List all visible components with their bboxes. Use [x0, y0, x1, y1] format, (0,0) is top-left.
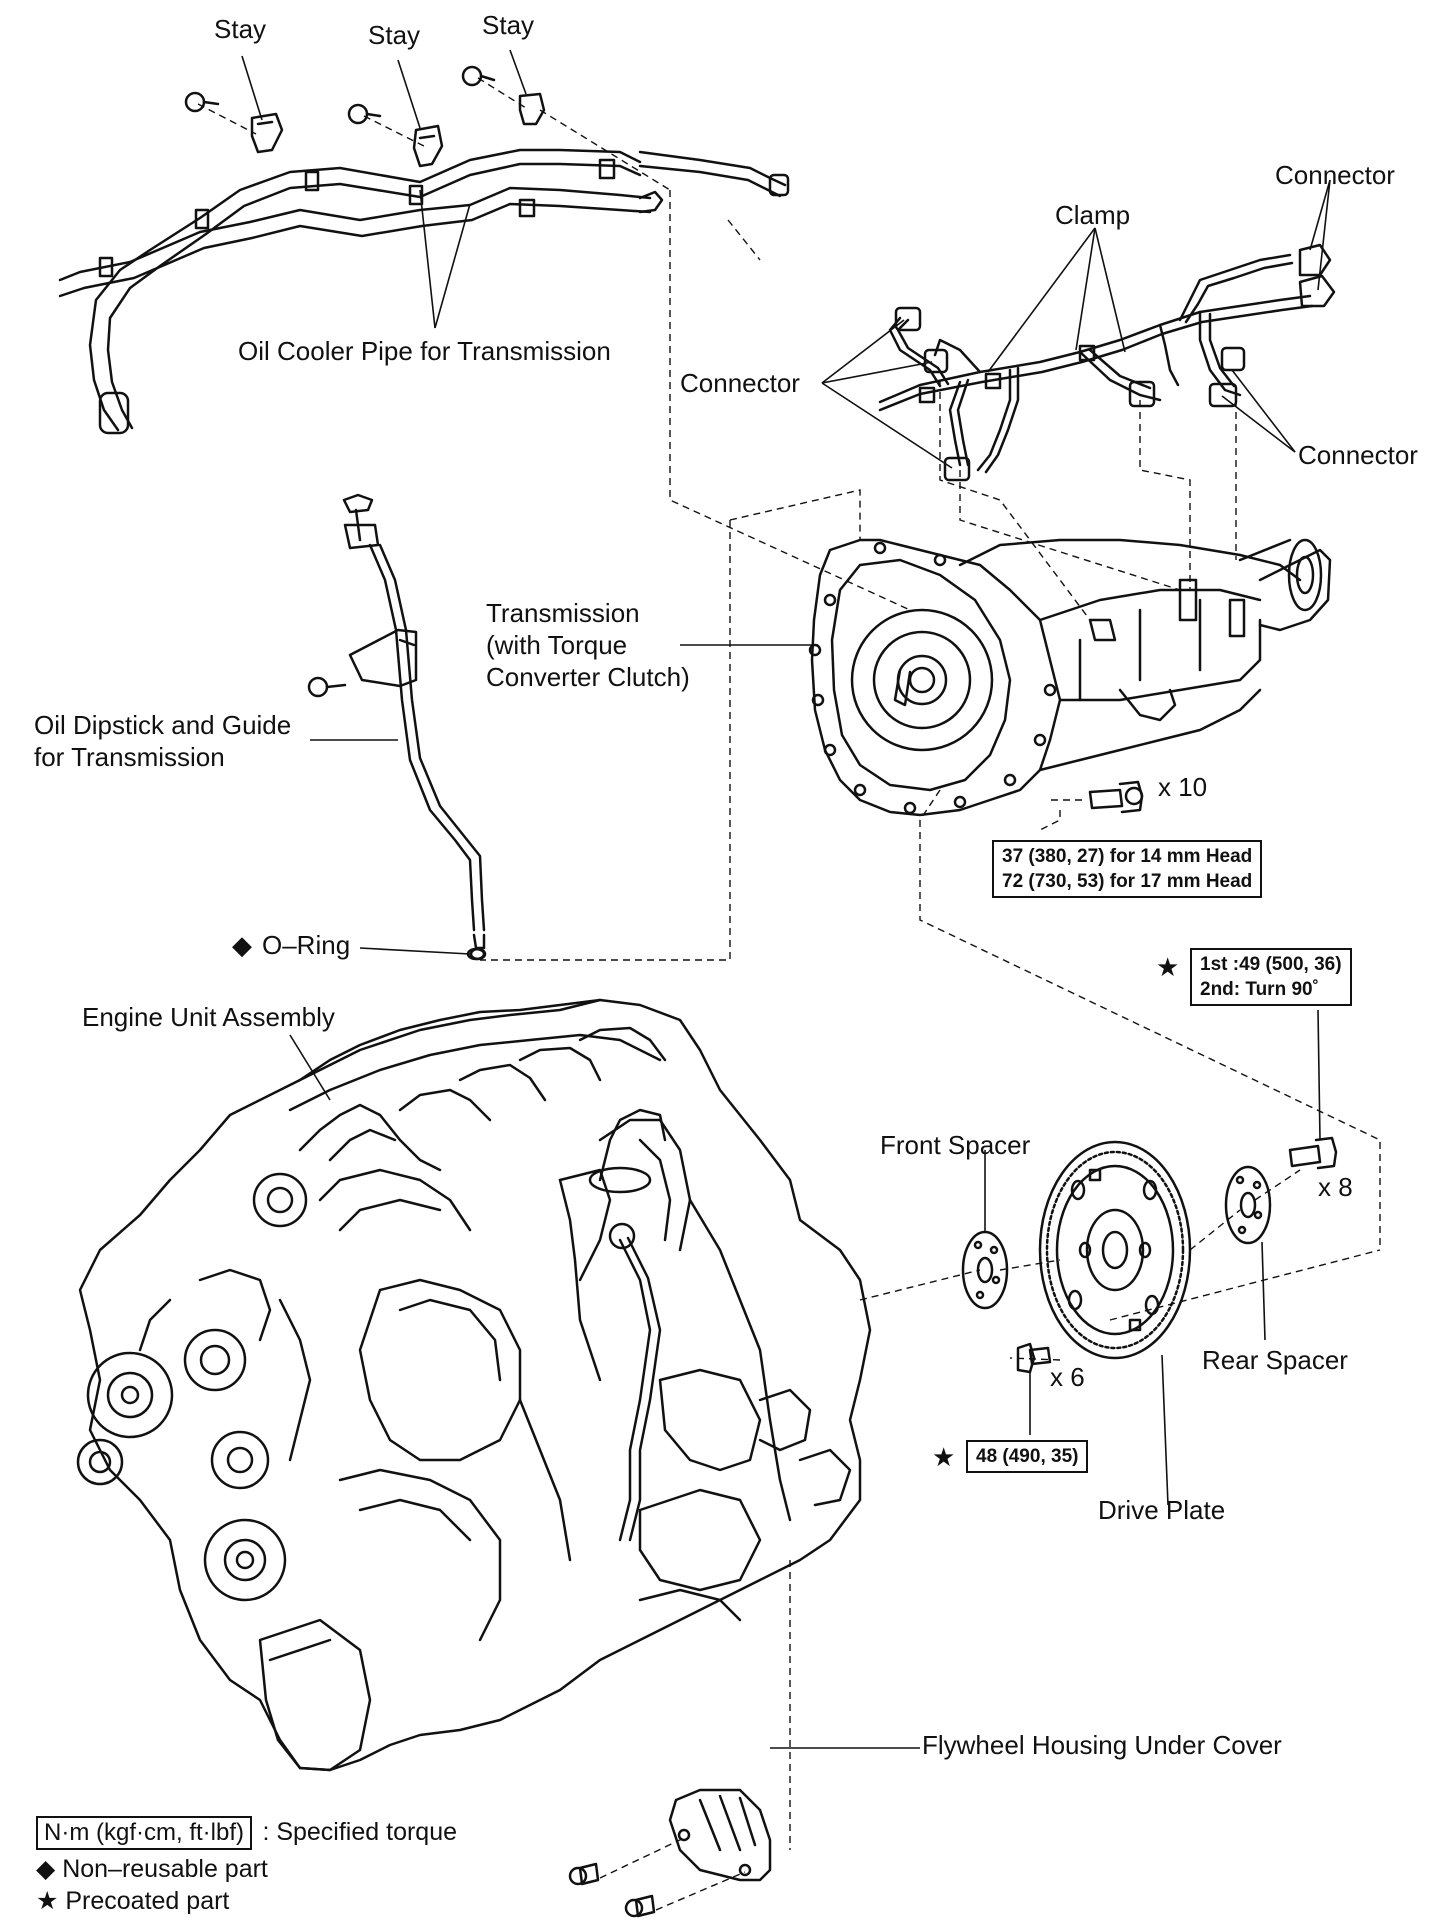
legend-torque-box: N·m (kgf·cm, ft·lbf) — [36, 1816, 252, 1850]
label-front-spacer: Front Spacer — [880, 1130, 1031, 1160]
diamond-symbol-o-ring: ◆ — [232, 930, 252, 960]
legend-star-symbol: ★ — [36, 1887, 59, 1915]
label-connector-right: Connector — [1298, 440, 1418, 470]
label-transmission-2: (with Torque — [486, 630, 628, 660]
torque-trans-line-1: 37 (380, 27) for 14 mm Head — [1002, 846, 1253, 867]
label-engine-unit: Engine Unit Assembly — [82, 1002, 335, 1032]
legend-torque-row: N·m (kgf·cm, ft·lbf) : Specified torque — [36, 1816, 457, 1850]
label-stay-1: Stay — [214, 14, 267, 44]
label-qty-x10: x 10 — [1158, 772, 1208, 802]
legend-precoated-row: ★ Precoated part — [36, 1886, 229, 1916]
label-oil-cooler-pipe: Oil Cooler Pipe for Transmission — [238, 336, 611, 366]
oil-dipstick-drawing — [307, 493, 487, 961]
star-symbol-spacer-bolt: ★ — [932, 1442, 956, 1472]
stay-brackets — [184, 65, 546, 168]
label-flywheel-cover: Flywheel Housing Under Cover — [922, 1730, 1282, 1760]
label-drive-plate: Drive Plate — [1098, 1495, 1226, 1525]
label-dipstick-2: for Transmission — [34, 742, 225, 772]
drive-plate-bolt-drawing — [1288, 1136, 1338, 1170]
label-connector-top: Connector — [1275, 160, 1395, 190]
label-qty-x8: x 8 — [1318, 1172, 1353, 1202]
torque-box-spacer-bolt: 48 (490, 35) — [966, 1440, 1089, 1473]
transmission-drawing — [808, 538, 1332, 817]
legend-precoated-text: Precoated part — [65, 1887, 230, 1915]
engine-unit-drawing — [76, 998, 872, 1772]
label-connector-left: Connector — [680, 368, 800, 398]
torque-dp-line-2: 2nd: Turn 90˚ — [1200, 979, 1319, 1000]
leader-lines — [241, 49, 1331, 1749]
label-o-ring: O–Ring — [262, 930, 351, 960]
label-transmission-3: Converter Clutch) — [486, 662, 690, 692]
label-qty-x6: x 6 — [1050, 1362, 1085, 1392]
label-stay-3: Stay — [482, 10, 535, 40]
drive-plate-drawing — [1038, 1140, 1192, 1360]
assembly-lines — [197, 77, 1381, 1911]
oil-cooler-pipe-drawing — [58, 148, 790, 435]
label-stay-2: Stay — [368, 20, 421, 50]
star-symbol-drive-plate-bolt: ★ — [1156, 952, 1180, 982]
legend-diamond-symbol: ◆ — [36, 1855, 56, 1883]
label-rear-spacer: Rear Spacer — [1202, 1345, 1348, 1375]
transmission-bolt-drawing — [1088, 780, 1144, 814]
torque-box-drive-plate-bolt: 1st :49 (500, 36) 2nd: Turn 90˚ — [1190, 948, 1352, 1006]
rear-spacer-drawing — [1224, 1165, 1272, 1245]
wire-harness-drawing — [878, 243, 1336, 482]
flywheel-cover-drawing — [568, 1788, 772, 1918]
legend-nonreusable-text: Non–reusable part — [62, 1855, 268, 1883]
torque-spacer-line: 48 (490, 35) — [976, 1446, 1079, 1467]
label-transmission-1: Transmission — [486, 598, 640, 628]
label-dipstick-1: Oil Dipstick and Guide — [34, 710, 292, 740]
torque-dp-line-1: 1st :49 (500, 36) — [1200, 954, 1342, 975]
torque-trans-line-2: 72 (730, 53) for 17 mm Head — [1002, 871, 1253, 892]
legend-nonreusable-row: ◆ Non–reusable part — [36, 1854, 268, 1884]
torque-box-transmission-bolt: 37 (380, 27) for 14 mm Head 72 (730, 53)… — [992, 840, 1263, 898]
label-clamp: Clamp — [1055, 200, 1131, 230]
legend: N·m (kgf·cm, ft·lbf) : Specified torque … — [36, 1816, 556, 1916]
legend-torque-text: : Specified torque — [262, 1818, 458, 1846]
